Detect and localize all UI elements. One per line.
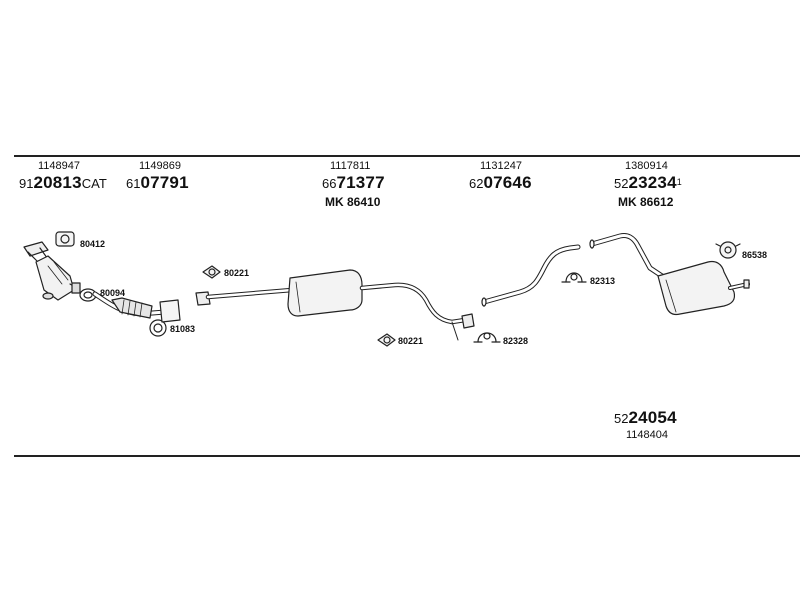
group-3-number: 71377 — [336, 173, 385, 192]
bottom-part-number: 5224054 — [614, 408, 677, 427]
group-3-part-number: 6671377 — [322, 173, 385, 192]
group-4-number: 07646 — [483, 173, 532, 192]
clamp-82328-icon — [473, 332, 501, 343]
label-80412: 80412 — [80, 239, 106, 249]
group-3-prefix: 66 — [322, 176, 337, 191]
group-5-part-number: 52232341 — [614, 173, 682, 192]
bottom-prefix: 52 — [614, 411, 629, 426]
front-pipe-drawing — [92, 291, 181, 323]
rubber-mount-86538-icon — [715, 241, 741, 259]
group-5-suffix: 1 — [676, 177, 682, 187]
bottom-ref: 1148404 — [626, 429, 669, 441]
group-2-prefix: 61 — [126, 176, 141, 191]
bottom-number: 24054 — [628, 408, 677, 427]
label-80221-bottom: 80221 — [398, 336, 424, 346]
group-1-number: 20813 — [33, 173, 82, 192]
group-4-ref: 1131247 — [480, 160, 523, 172]
group-1-part-number: 9120813CAT — [19, 173, 107, 192]
label-82313: 82313 — [590, 276, 616, 286]
group-4-prefix: 62 — [469, 176, 484, 191]
gasket-80221-bottom-icon — [377, 333, 396, 347]
label-86538: 86538 — [742, 250, 768, 260]
label-81083: 81083 — [170, 324, 196, 334]
group-5-kit: MK 86612 — [618, 195, 674, 209]
group-1-ref: 1148947 — [38, 160, 81, 172]
group-2-number: 07791 — [140, 173, 189, 192]
label-80094: 80094 — [100, 288, 126, 298]
group-3-kit: MK 86410 — [325, 195, 381, 209]
group-5-ref: 1380914 — [625, 160, 668, 172]
clamp-82313-icon — [561, 272, 587, 283]
middle-silencer-drawing — [195, 269, 475, 341]
group-2-part-number: 6107791 — [126, 173, 189, 192]
group-5-number: 23234 — [628, 173, 677, 192]
gasket-80221-top-icon — [202, 265, 221, 279]
group-4-part-number: 6207646 — [469, 173, 532, 192]
ring-81083-icon — [149, 319, 167, 337]
bottom-rule — [14, 455, 800, 457]
group-2-ref: 1149869 — [139, 160, 182, 172]
group-3-ref: 1117811 — [330, 160, 371, 172]
label-82328: 82328 — [503, 336, 529, 346]
intermediate-pipe-drawing — [481, 244, 581, 307]
group-5-prefix: 52 — [614, 176, 629, 191]
label-80221-top: 80221 — [224, 268, 250, 278]
rear-silencer-drawing — [589, 233, 750, 316]
group-1-prefix: 91 — [19, 176, 34, 191]
top-rule — [14, 155, 800, 157]
group-1-suffix: CAT — [81, 176, 107, 191]
gasket-80412-icon — [55, 231, 75, 247]
catalytic-converter-drawing — [23, 241, 81, 301]
